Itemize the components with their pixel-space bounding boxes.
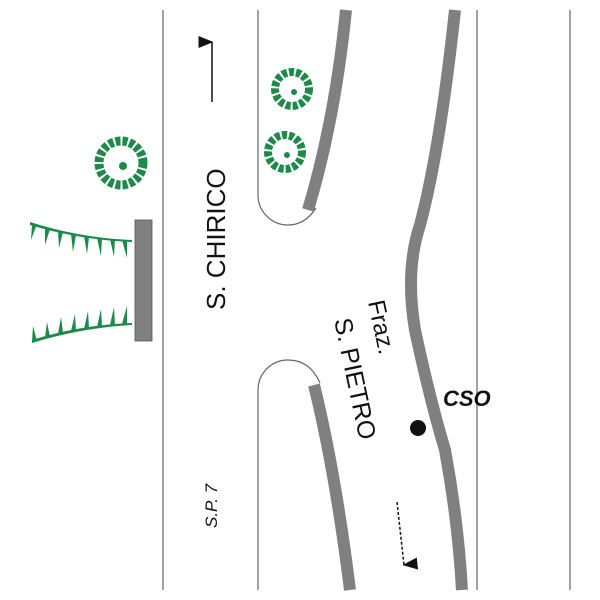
wall-lower: [308, 383, 356, 591]
label-point-cso: CSO: [443, 386, 491, 411]
tree-icon: [271, 68, 313, 110]
road-edge-upper-loop: [257, 10, 317, 226]
label-road-north: S. CHIRICO: [201, 168, 231, 310]
tree-icon: [264, 131, 306, 173]
grass-icon: [30, 222, 132, 258]
wall-upper: [302, 9, 352, 212]
point-marker-icon: [410, 420, 426, 436]
grass-icon: [32, 306, 132, 343]
road-edge-lower-loop: [257, 359, 321, 590]
tree-icon: [94, 136, 148, 190]
wall-left: [134, 219, 153, 342]
dashed-arrow-icon: [396, 501, 419, 570]
label-road-name: S.P. 7: [202, 483, 221, 528]
label-hamlet-prefix: Fraz.: [362, 298, 400, 357]
wall-main-right: [405, 9, 468, 591]
